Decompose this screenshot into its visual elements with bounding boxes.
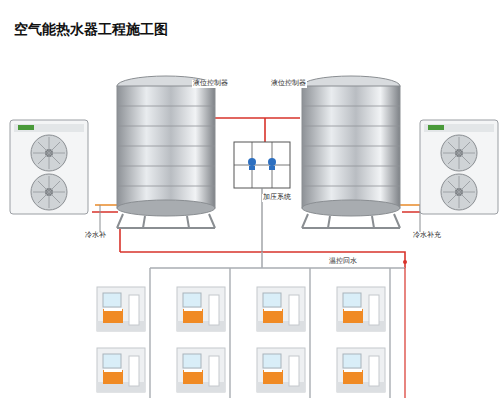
- part-label: 液位控制器: [270, 80, 307, 88]
- part-label: 液位控制器: [192, 80, 229, 88]
- part-label: 温控回水: [328, 258, 358, 266]
- part-label: 冷水补充: [412, 232, 442, 240]
- diagram-title: 空气能热水器工程施工图: [14, 22, 168, 37]
- part-label: 加压系统: [262, 194, 292, 202]
- part-label: 冷水补: [84, 232, 107, 240]
